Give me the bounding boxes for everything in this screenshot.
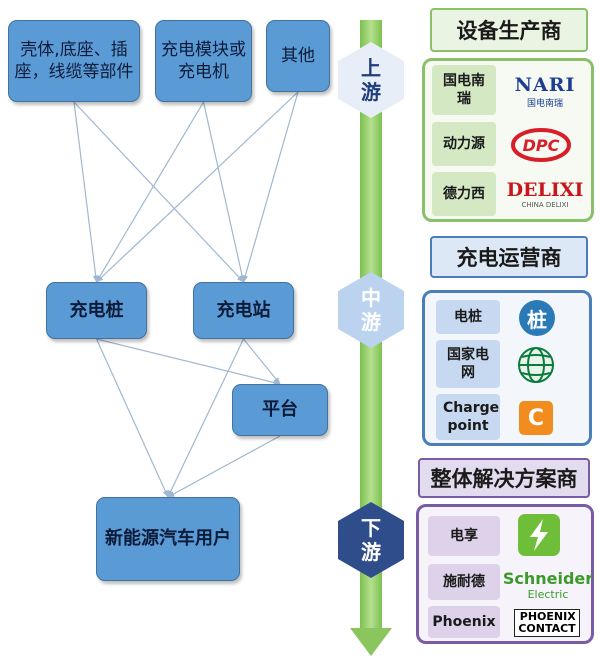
stage-downstream-label: 下游 [361, 516, 381, 564]
dianzhuang-logo: 桩 [517, 298, 557, 338]
downstream-title-text: 整体解决方案商 [430, 467, 578, 491]
stage-downstream-badge: 下游 [338, 502, 404, 578]
node-charging-station: 充电站 [193, 282, 294, 339]
state-grid-globe-icon [514, 344, 558, 386]
midstream-title: 充电运营商 [430, 236, 588, 278]
node-platform-label: 平台 [262, 399, 298, 420]
schneider-logo-text: Schneider [502, 569, 594, 588]
nari-logo-text: NARI [514, 73, 576, 96]
phoenix-logo-subtext: CONTACT [518, 622, 576, 635]
chargepoint-logo-text: C [527, 405, 545, 431]
company-delixi: 德力西 [432, 172, 496, 216]
company-dianzhuang-name: 电桩 [454, 309, 482, 325]
arrow-station-to-platform [243, 338, 281, 385]
downstream-title: 整体解决方案商 [418, 458, 590, 498]
stage-axis-arrowhead [350, 628, 392, 656]
arrow-station-to-user [167, 338, 245, 498]
arrow-parts-to-station [73, 101, 244, 283]
company-delixi-name: 德力西 [443, 186, 485, 202]
company-state-grid-name: 国家电网 [447, 347, 489, 381]
node-other: 其他 [266, 20, 330, 92]
delixi-logo-text: DELIXI [506, 179, 584, 201]
lightning-plug-icon [514, 510, 564, 560]
arrow-pile-to-platform [96, 338, 281, 386]
node-charging-station-label: 充电站 [216, 299, 271, 321]
arrow-other-to-station [242, 91, 299, 283]
company-phoenix: Phoenix [428, 606, 500, 638]
company-state-grid: 国家电网 [436, 340, 500, 388]
stage-midstream-label: 中游 [361, 286, 381, 334]
company-chargepoint-name: Charge point [443, 400, 500, 434]
upstream-title: 设备生产商 [430, 8, 588, 52]
delixi-logo-subtext: CHINA DELIXI [521, 201, 569, 209]
arrow-pile-to-user [95, 338, 169, 498]
arrow-platform-to-user [167, 435, 281, 498]
dianzhuang-logo-text: 桩 [527, 307, 547, 332]
node-ev-user-label: 新能源汽车用户 [105, 528, 231, 549]
node-parts-label: 壳体,底座、插座，线缆等部件 [14, 40, 134, 82]
svg-text:DPC: DPC [523, 136, 560, 155]
stage-upstream-label: 上游 [361, 56, 381, 104]
company-dpc-name: 动力源 [443, 136, 485, 152]
schneider-logo-subtext: Electric [527, 588, 569, 601]
nari-logo: NARI 国电南瑞 [505, 68, 585, 114]
company-dianxiang: 电享 [428, 516, 500, 556]
node-charging-module-label: 充电模块或充电机 [161, 40, 246, 82]
arrow-parts-to-pile [73, 101, 99, 283]
upstream-title-text: 设备生产商 [456, 19, 562, 43]
dpc-logo: DPC [508, 124, 574, 166]
company-phoenix-name: Phoenix [432, 614, 496, 630]
company-schneider: 施耐德 [428, 564, 500, 600]
company-dianzhuang: 电桩 [436, 300, 500, 334]
node-charging-module: 充电模块或充电机 [155, 20, 252, 102]
node-platform: 平台 [232, 384, 328, 436]
node-other-label: 其他 [281, 46, 315, 66]
schneider-logo: Schneider Electric [502, 568, 594, 602]
phoenix-logo-text: PHOENIX [519, 610, 576, 623]
node-ev-user: 新能源汽车用户 [96, 497, 240, 581]
node-charging-pile-label: 充电桩 [69, 299, 124, 321]
chargepoint-logo: C [516, 398, 556, 438]
phoenix-contact-logo: PHOENIX CONTACT [506, 608, 588, 638]
company-nari-name: 国电南瑞 [443, 73, 485, 107]
company-schneider-name: 施耐德 [443, 574, 485, 590]
arrow-module-to-station [202, 101, 245, 283]
arrow-other-to-pile [95, 91, 299, 283]
node-parts: 壳体,底座、插座，线缆等部件 [8, 20, 140, 102]
node-charging-pile: 充电桩 [46, 282, 147, 339]
delixi-logo: DELIXI CHINA DELIXI [503, 174, 587, 214]
nari-logo-subtext: 国电南瑞 [526, 98, 563, 109]
arrow-module-to-pile [95, 101, 205, 283]
midstream-title-text: 充电运营商 [456, 246, 562, 270]
company-dpc: 动力源 [432, 122, 496, 166]
company-chargepoint: Charge point [436, 394, 500, 440]
company-nari: 国电南瑞 [432, 65, 496, 115]
company-dianxiang-name: 电享 [450, 528, 478, 544]
